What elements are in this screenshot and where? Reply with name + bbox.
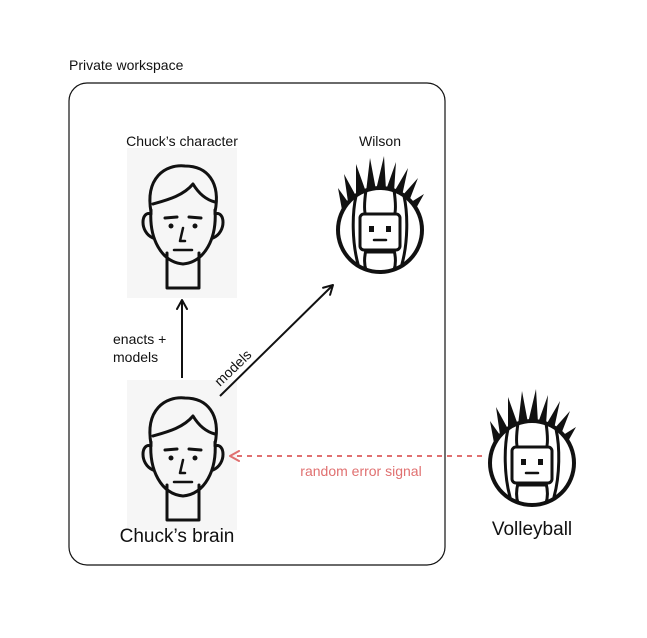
edge-label-enacts-models-line1: enacts + — [113, 331, 166, 347]
edge-brain-to-wilson — [219, 284, 334, 397]
human-face-icon — [127, 380, 237, 530]
node-label-volleyball: Volleyball — [492, 519, 572, 540]
node-label-brain: Chuck’s brain — [120, 526, 235, 547]
edge-label-enacts-models-line2: models — [113, 349, 158, 365]
workspace-label: Private workspace — [69, 57, 184, 73]
human-face-icon — [127, 148, 237, 298]
workspace-boundary — [68, 82, 446, 566]
node-label-wilson: Wilson — [359, 133, 401, 149]
volleyball-face-icon — [336, 154, 426, 274]
volleyball-face-icon — [488, 387, 578, 507]
edge-label-random-error-signal: random error signal — [300, 463, 421, 479]
node-label-character: Chuck’s character — [126, 133, 238, 149]
